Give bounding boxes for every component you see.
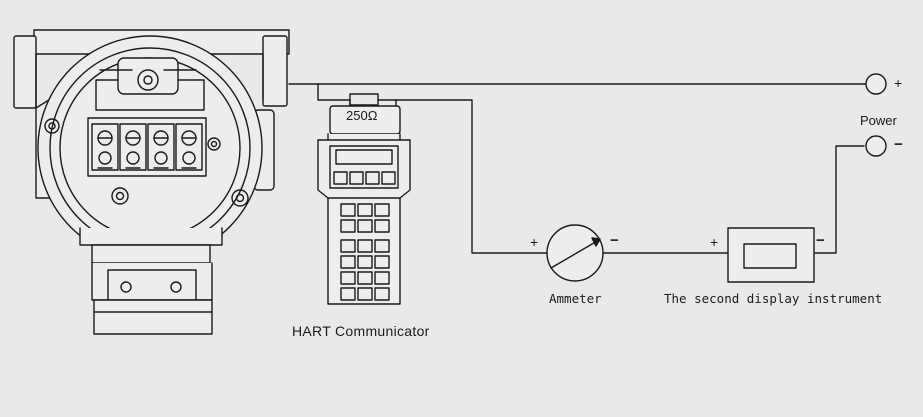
power-minus-sign: − — [894, 136, 903, 153]
hart-loop-wire — [317, 83, 548, 254]
transmitter — [13, 29, 290, 335]
second-display-instrument — [727, 227, 815, 283]
ammeter — [546, 224, 604, 282]
power-negative-terminal — [865, 135, 887, 157]
display-plus-sign: + — [710, 234, 719, 250]
terminal-screws — [91, 123, 203, 171]
hart-communicator — [317, 99, 411, 305]
wires — [288, 83, 867, 254]
ammeter-label: Ammeter — [549, 291, 602, 306]
resistor-label: 250Ω — [346, 108, 378, 123]
return-wire — [813, 145, 865, 254]
display-minus-sign: − — [816, 232, 825, 249]
hart-keypad — [340, 203, 390, 301]
ammeter-plus-sign: + — [530, 234, 539, 250]
resistor-250-ohm — [349, 93, 379, 106]
terminal-block — [87, 117, 207, 177]
power-plus-sign: + — [894, 75, 903, 91]
power-label: Power — [860, 113, 897, 128]
display-instrument-label: The second display instrument — [664, 291, 883, 306]
ammeter-minus-sign: − — [610, 232, 619, 249]
hart-communicator-label: HART Communicator — [292, 323, 430, 339]
power-positive-terminal — [865, 73, 887, 95]
